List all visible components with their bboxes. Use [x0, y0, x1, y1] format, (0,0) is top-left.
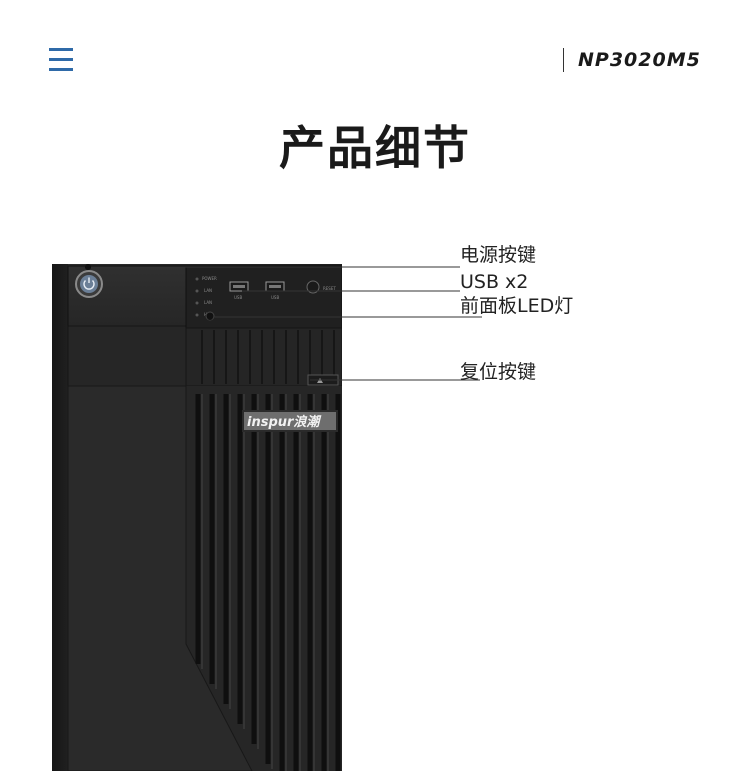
server-side-panel	[52, 264, 72, 771]
io-round-button	[306, 280, 320, 294]
inspur-logo: inspur浪潮	[242, 410, 338, 432]
usb-port-1: USB	[229, 281, 249, 300]
led-label-lan1: LAN	[204, 288, 212, 293]
hamburger-menu-icon[interactable]	[49, 47, 73, 73]
annotation-reset-button: 复位按键	[460, 361, 537, 383]
menu-bar-middle	[49, 58, 73, 61]
header-divider	[563, 48, 564, 72]
svg-text:USB: USB	[271, 295, 279, 300]
server-tower-image: POWER LAN LAN HDD USB USB RESET	[52, 264, 342, 771]
svg-text:USB: USB	[234, 295, 242, 300]
svg-text:inspur浪潮: inspur浪潮	[247, 414, 322, 430]
menu-bar-bottom	[49, 68, 73, 71]
annotation-front-led: 前面板LED灯	[460, 295, 574, 317]
power-button-icon	[75, 270, 103, 298]
annotation-usb: USB x2	[460, 271, 529, 293]
led-label-power: POWER	[202, 276, 217, 281]
led-indicator	[205, 311, 215, 321]
model-name: NP3020M5	[578, 49, 701, 71]
lower-left-panel	[67, 385, 253, 771]
menu-bar-top	[49, 48, 73, 51]
page-title: 产品细节	[279, 121, 471, 175]
led-label-lan2: LAN	[204, 300, 212, 305]
upper-bay	[67, 325, 187, 387]
reset-button-icon	[307, 374, 339, 386]
annotation-power-button: 电源按键	[460, 244, 537, 266]
svg-text:RESET: RESET	[323, 286, 336, 291]
